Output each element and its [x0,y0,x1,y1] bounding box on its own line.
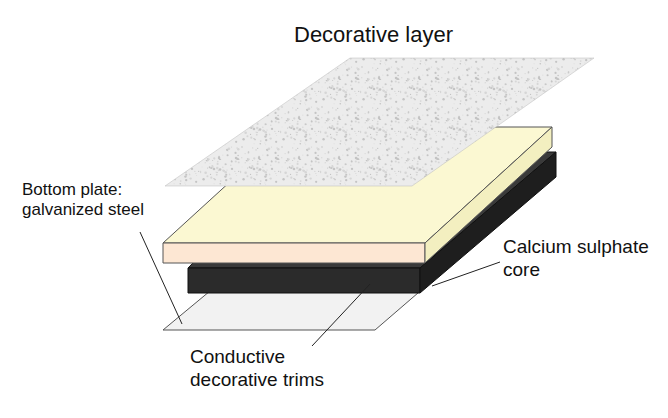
layer-title: Decorative layer [294,22,514,48]
part-label: Conductive decorative trims [190,346,360,392]
part-label: Bottom plate: galvanized steel [22,180,182,221]
decorative-sheet [165,58,594,186]
part-label: Calcium sulphate core [503,236,653,282]
leader-lines [140,232,500,346]
